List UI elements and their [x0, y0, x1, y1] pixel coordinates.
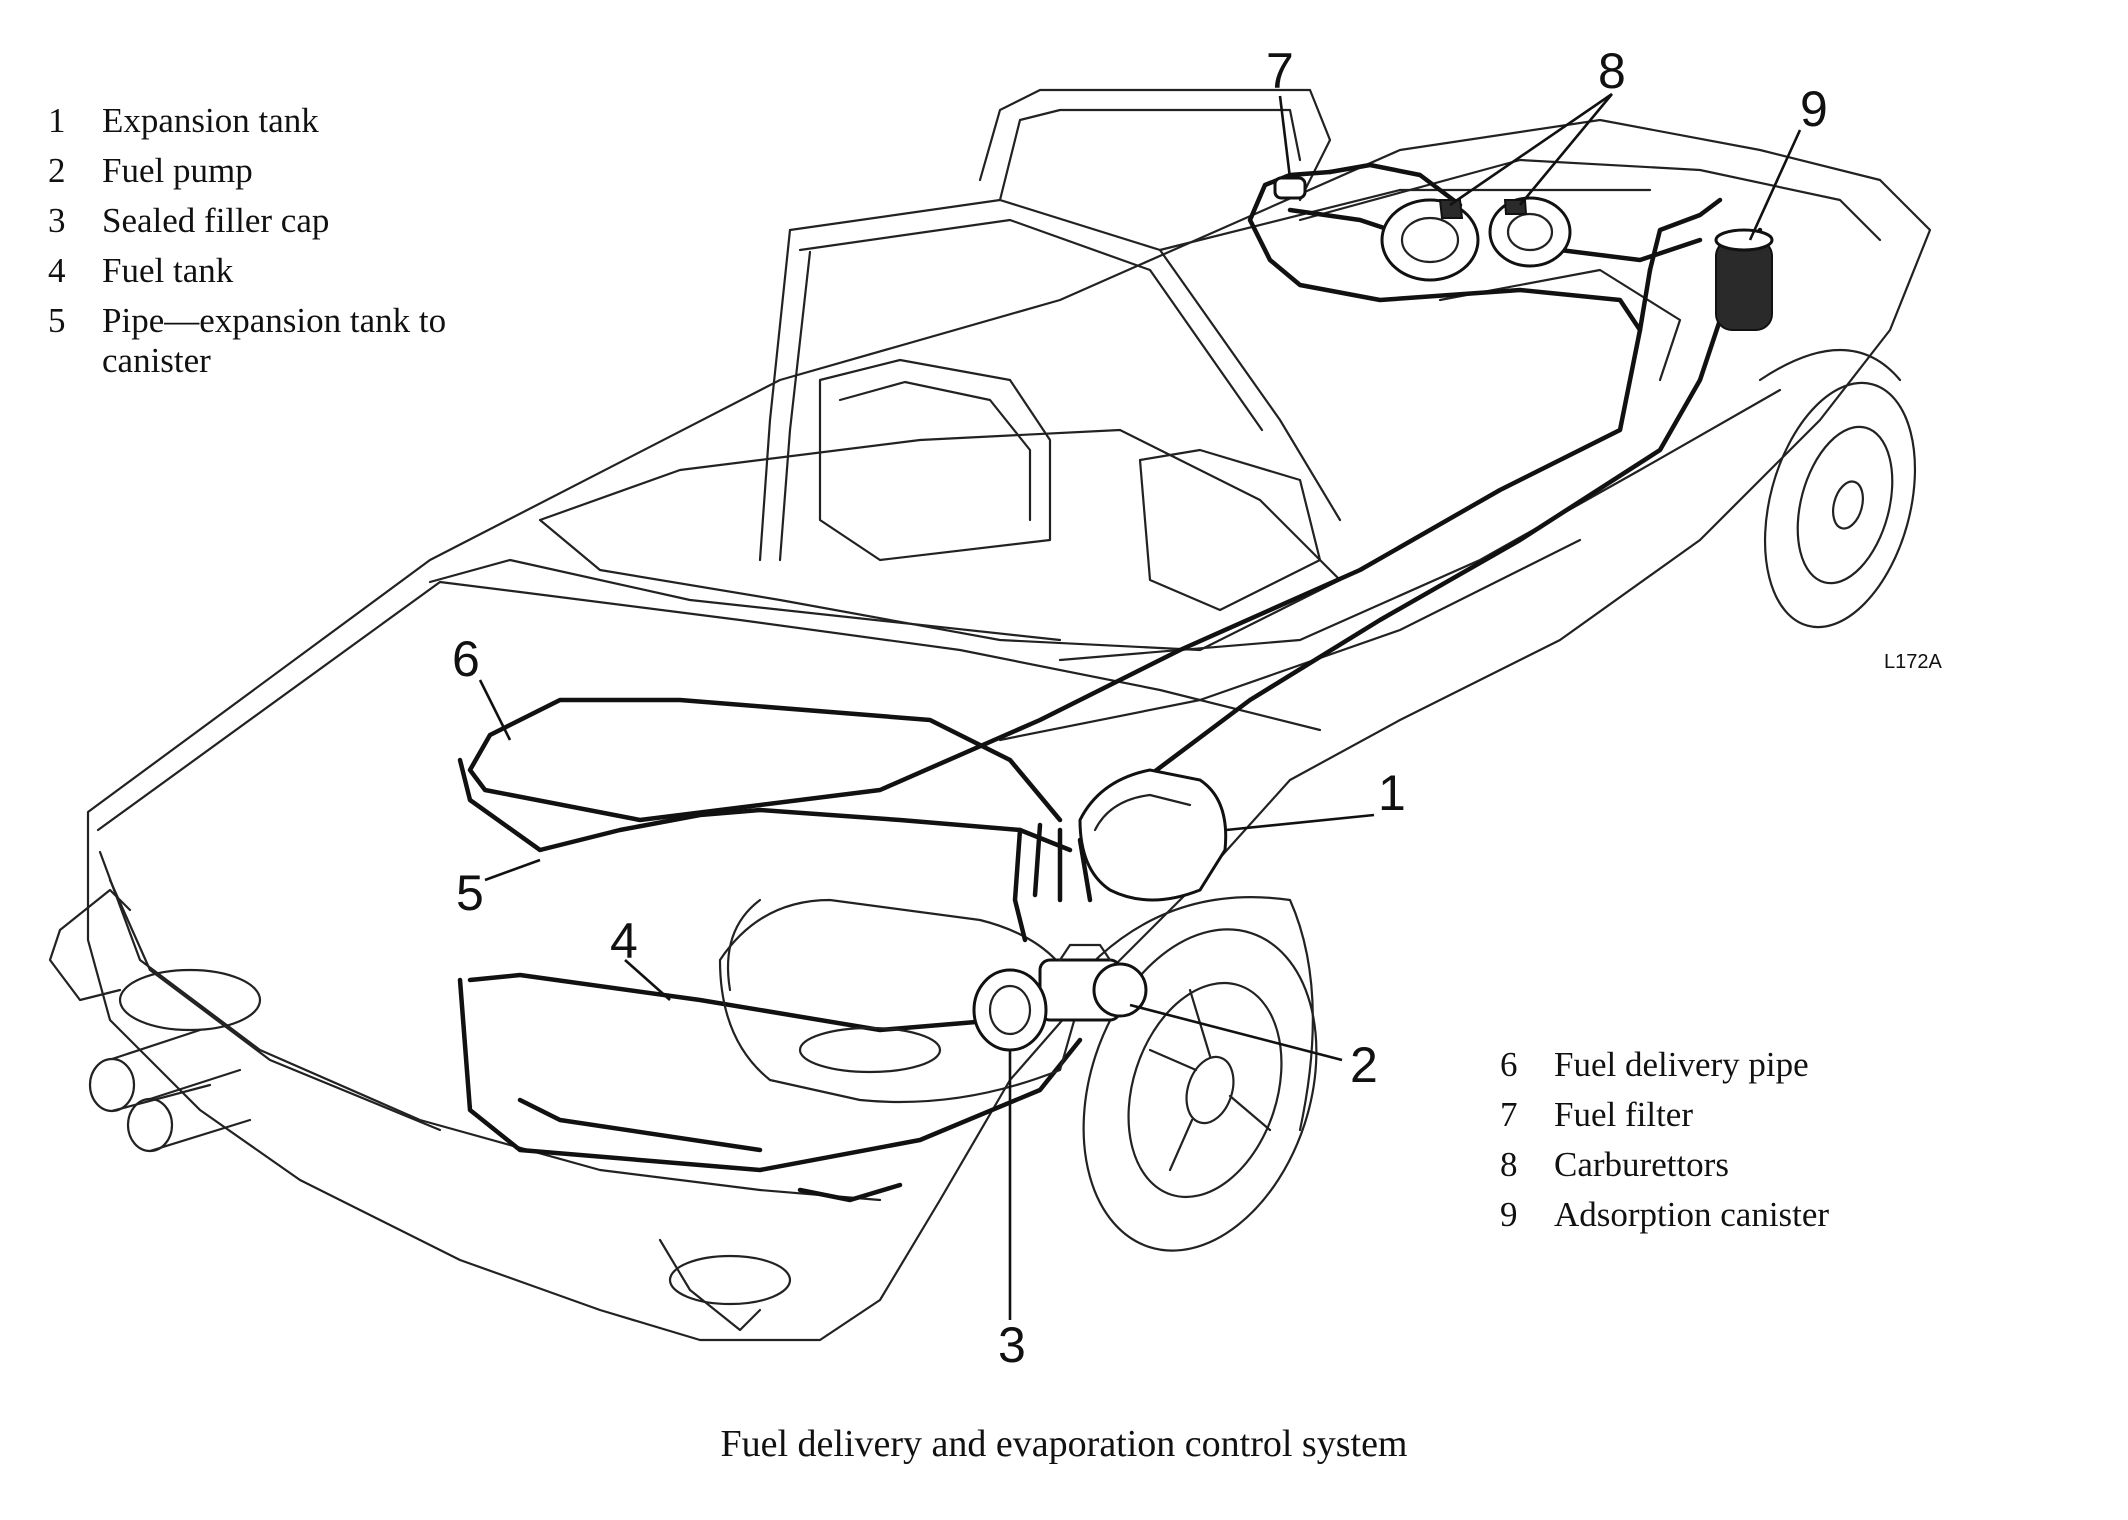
legend-label: Fuel pump [102, 151, 253, 190]
pipe-expansion-tank-to-canister [457, 757, 1073, 853]
callout-4: 4 [610, 913, 638, 969]
callout-1: 1 [1378, 765, 1406, 821]
fuel-filter [1273, 176, 1307, 200]
callout-2: 2 [1350, 1037, 1378, 1093]
filler-cap [972, 968, 1048, 1052]
legend-number: 1 [48, 101, 66, 140]
figure-caption: Fuel delivery and evaporation control sy… [720, 1423, 1408, 1465]
adsorption-canister [1714, 228, 1774, 331]
legend-item: 5 Pipe—expansion tank to canister [48, 301, 572, 381]
legend-label: Fuel filter [1554, 1095, 1693, 1134]
legend-number: 7 [1500, 1095, 1518, 1134]
legend-label: Pipe—expansion tank to canister [102, 301, 447, 380]
legend-item: 6 Fuel delivery pipe [1500, 1040, 2024, 1090]
rear-wheel [1763, 381, 1917, 629]
callout-5: 5 [456, 865, 484, 921]
front-wheel [1082, 928, 1318, 1252]
callout-9: 9 [1800, 81, 1828, 137]
legend-label: Adsorption canister [1554, 1195, 1830, 1234]
expansion-tank [1078, 768, 1228, 902]
car-outline-drawing [48, 88, 1932, 1342]
callout-6: 6 [452, 631, 480, 687]
legend-number: 8 [1500, 1145, 1518, 1184]
legend-parts-6-9: 6 Fuel delivery pipe 7 Fuel filter 8 Car… [1500, 1040, 2024, 1240]
callout-7: 7 [1266, 43, 1294, 99]
carburettors [1380, 196, 1572, 282]
exhaust-pipes [88, 1028, 252, 1153]
legend-number: 3 [48, 201, 66, 240]
legend-parts-1-5: 1 Expansion tank 2 Fuel pump 3 Sealed fi… [48, 96, 572, 381]
legend-item: 2 Fuel pump [48, 146, 572, 196]
carburettor [1488, 196, 1572, 268]
legend-item: 7 Fuel filter [1500, 1090, 2024, 1140]
carburettor [1380, 198, 1480, 282]
legend-number: 4 [48, 251, 66, 290]
fuel-tank [718, 898, 1082, 1104]
legend-label: Fuel delivery pipe [1554, 1045, 1809, 1084]
fuel-pipework [457, 162, 1763, 1203]
legend-number: 2 [48, 151, 66, 190]
callout-8: 8 [1598, 43, 1626, 99]
legend-item: 1 Expansion tank [48, 96, 572, 146]
legend-item: 4 Fuel tank [48, 246, 572, 296]
legend-item: 9 Adsorption canister [1500, 1190, 2024, 1240]
callout-labels: 1 2 3 4 5 6 7 8 9 L172A [452, 43, 1942, 1373]
legend-item: 8 Carburettors [1500, 1140, 2024, 1190]
legend-number: 6 [1500, 1045, 1518, 1084]
figure-reference-code: L172A [1884, 651, 1942, 673]
leader-lines [478, 92, 1802, 1320]
legend-number: 5 [48, 301, 66, 340]
fuel-tank-pipe [457, 977, 1083, 1173]
fuel-pump [1038, 943, 1148, 1022]
fuel-delivery-pipe [467, 267, 1653, 823]
expansion-tank-pipe-stubs [1012, 822, 1093, 943]
legend-label: Fuel tank [102, 251, 234, 290]
legend-item: 3 Sealed filler cap [48, 196, 572, 246]
legend-number: 9 [1500, 1195, 1518, 1234]
callout-3: 3 [998, 1317, 1026, 1373]
legend-label: Carburettors [1554, 1145, 1729, 1184]
legend-label: Expansion tank [102, 101, 319, 140]
legend-label: Sealed filler cap [102, 201, 330, 240]
